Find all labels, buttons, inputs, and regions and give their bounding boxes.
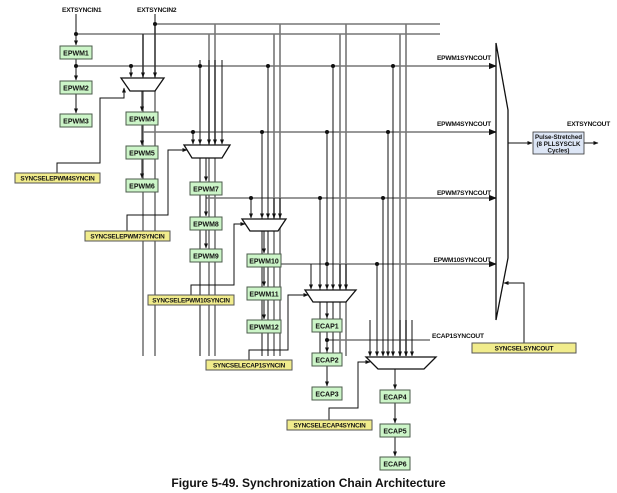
mux-syncout xyxy=(495,42,509,321)
block-ecap3: ECAP3 xyxy=(311,386,343,401)
svg-text:ECAP3: ECAP3 xyxy=(315,392,338,399)
svg-text:ECAP1: ECAP1 xyxy=(315,324,338,331)
sel-ecap1-wire xyxy=(248,293,309,360)
epwm10-syncout-label: EPWM10SYNCOUT xyxy=(434,257,492,264)
svg-text:EPWM9: EPWM9 xyxy=(193,254,219,261)
svg-text:EPWM10: EPWM10 xyxy=(249,259,279,266)
svg-text:SYNCSELSYNCOUT: SYNCSELSYNCOUT xyxy=(495,346,554,353)
block-epwm11: EPWM11 xyxy=(246,286,282,301)
svg-text:EPWM2: EPWM2 xyxy=(63,86,89,93)
svg-text:ECAP2: ECAP2 xyxy=(315,358,338,365)
svg-text:SYNCSELECAP4SYNCIN: SYNCSELECAP4SYNCIN xyxy=(293,423,366,430)
select-epwm4-syncin: SYNCSELEPWM4SYNCIN xyxy=(14,172,101,184)
svg-text:(8 PLLSYSCLK: (8 PLLSYSCLK xyxy=(536,141,581,148)
block-epwm7: EPWM7 xyxy=(189,181,223,196)
mux-ecap1 xyxy=(303,289,358,303)
junction-dot xyxy=(191,130,195,134)
block-ecap6: ECAP6 xyxy=(379,456,411,471)
extsyncin1-label: EXTSYNCIN1 xyxy=(62,7,102,14)
svg-text:SYNCSELECAP1SYNCIN: SYNCSELECAP1SYNCIN xyxy=(213,363,286,370)
select-epwm7-syncin: SYNCSELEPWM7SYNCIN xyxy=(84,230,171,242)
block-epwm4: EPWM4 xyxy=(125,111,159,126)
svg-text:SYNCSELEPWM7SYNCIN: SYNCSELEPWM7SYNCIN xyxy=(90,234,165,241)
svg-text:EPWM8: EPWM8 xyxy=(193,222,219,229)
ecap1-syncout-label: ECAP1SYNCOUT xyxy=(432,333,484,340)
block-epwm1: EPWM1 xyxy=(59,45,93,60)
sel-syncout-wire xyxy=(503,281,525,343)
svg-text:EPWM4: EPWM4 xyxy=(129,117,155,124)
pulse-stretcher-block: Pulse-Stretched (8 PLLSYSCLK Cycles) xyxy=(532,131,585,155)
svg-text:ECAP6: ECAP6 xyxy=(383,462,406,469)
figure-caption: Figure 5-49. Synchronization Chain Archi… xyxy=(171,476,446,490)
svg-text:EPWM12: EPWM12 xyxy=(249,325,279,332)
block-ecap5: ECAP5 xyxy=(379,423,411,438)
svg-text:ECAP4: ECAP4 xyxy=(383,395,406,402)
block-epwm2: EPWM2 xyxy=(59,80,93,95)
svg-text:EPWM7: EPWM7 xyxy=(193,187,219,194)
block-epwm5: EPWM5 xyxy=(125,145,159,160)
epwm4-syncout-label: EPWM4SYNCOUT xyxy=(437,121,491,128)
mux-ecap4 xyxy=(364,356,438,370)
select-ecap4-syncin: SYNCSELECAP4SYNCIN xyxy=(286,419,373,431)
svg-text:EPWM11: EPWM11 xyxy=(249,292,278,299)
sel-epwm10-wire xyxy=(190,222,246,295)
junction-dot xyxy=(325,338,329,342)
epwm1-syncout-label: EPWM1SYNCOUT xyxy=(437,55,491,62)
select-ecap1-syncin: SYNCSELECAP1SYNCIN xyxy=(205,359,293,371)
svg-text:ECAP5: ECAP5 xyxy=(383,429,406,436)
sel-epwm7-wire xyxy=(126,148,188,231)
svg-text:EPWM1: EPWM1 xyxy=(63,51,89,58)
epwm7-syncout-label: EPWM7SYNCOUT xyxy=(437,190,491,197)
svg-text:EPWM6: EPWM6 xyxy=(129,184,155,191)
extsyncin2-label: EXTSYNCIN2 xyxy=(137,7,177,14)
block-ecap1: ECAP1 xyxy=(311,318,343,333)
svg-text:EPWM3: EPWM3 xyxy=(63,119,89,126)
junction-dot xyxy=(249,196,253,200)
svg-text:Pulse-Stretched: Pulse-Stretched xyxy=(535,134,582,141)
svg-text:SYNCSELEPWM4SYNCIN: SYNCSELEPWM4SYNCIN xyxy=(20,176,95,183)
block-epwm12: EPWM12 xyxy=(246,319,282,334)
select-epwm10-syncin: SYNCSELEPWM10SYNCIN xyxy=(147,294,235,306)
extsyncout-label: EXTSYNCOUT xyxy=(567,121,610,128)
svg-text:EPWM5: EPWM5 xyxy=(129,151,155,158)
svg-text:SYNCSELEPWM10SYNCIN: SYNCSELEPWM10SYNCIN xyxy=(152,298,230,305)
sel-epwm4-wire xyxy=(56,87,126,173)
junction-dot xyxy=(325,262,329,266)
block-epwm10: EPWM10 xyxy=(246,253,282,268)
junction-dot xyxy=(129,64,133,68)
block-ecap2: ECAP2 xyxy=(311,352,343,367)
svg-text:Cycles): Cycles) xyxy=(547,148,569,155)
mux-epwm7 xyxy=(182,144,232,159)
junction-dot xyxy=(74,32,78,36)
block-epwm8: EPWM8 xyxy=(189,216,223,231)
block-epwm3: EPWM3 xyxy=(59,113,93,128)
sel-ecap4-wire xyxy=(328,360,371,420)
block-epwm9: EPWM9 xyxy=(189,248,223,263)
select-syncout: SYNCSELSYNCOUT xyxy=(471,342,577,354)
block-ecap4: ECAP4 xyxy=(379,389,411,404)
mux-epwm4 xyxy=(119,77,166,92)
junction-dot xyxy=(74,64,78,68)
mux-epwm10 xyxy=(240,218,288,232)
block-epwm6: EPWM6 xyxy=(125,178,159,193)
